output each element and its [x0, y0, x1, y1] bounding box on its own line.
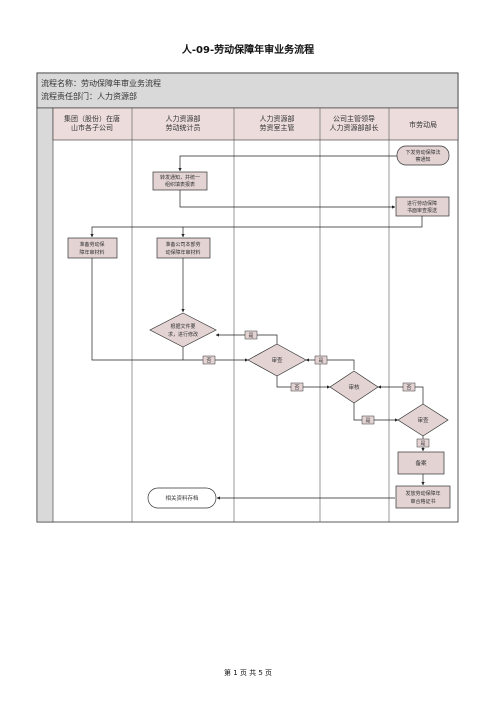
node-modify-decision [149, 312, 217, 348]
node-bureau-review-label: 审查 [417, 416, 429, 424]
edge-forward-to-review [179, 190, 396, 209]
edge-review-to-prepare [90, 216, 423, 238]
node-prepare-subsidiary-line2: 障年审材料 [79, 249, 104, 256]
edge-label-yes-1: 是 [248, 333, 253, 339]
node-issue-notice-line1: 下发劳动保障法 [405, 149, 440, 156]
lane-4-title: 公司主管领导 [333, 114, 375, 123]
edge-label-box-no-3 [402, 382, 416, 392]
edge-label-box-yes-4 [416, 438, 430, 448]
edge-label-yes-3: 是 [365, 418, 370, 424]
edge-supervisor-yes [276, 376, 331, 389]
node-leader-approve-label: 审核 [348, 383, 360, 391]
flow-owner: 流程责任部门：人力资源部 [41, 91, 137, 101]
node-prepare-company [156, 237, 211, 259]
lane-3-title: 人力资源部 [260, 114, 295, 123]
edge-label-box-yes-2 [314, 355, 328, 365]
node-forward-notice-line1: 转发通知，并统一 [160, 174, 200, 181]
node-leader-approve [329, 370, 379, 404]
node-bureau-review [397, 403, 449, 437]
edge-label-no-1: 否 [206, 358, 211, 364]
lane-5-title: 市劳动局 [409, 120, 437, 129]
node-issue-notice-line2: 察通知 [415, 156, 430, 163]
node-prepare-company-line1: 准备公司本部劳 [165, 241, 200, 248]
edge-sub-to-supervisor [91, 258, 249, 362]
edge-label-no-3: 否 [406, 385, 411, 391]
lane-3-subtitle: 劳资室主管 [260, 123, 295, 132]
node-forward-notice-line2: 组织填表报表 [165, 181, 195, 188]
lane-2-title: 人力资源部 [166, 114, 201, 123]
node-prepare-subsidiary-line1: 准备劳动保 [79, 241, 104, 248]
lane-1-subtitle: 山市各子公司 [71, 123, 113, 132]
node-archive-label: 相关资料存档 [165, 494, 199, 502]
table-frame [36, 72, 459, 523]
node-annual-review-line1: 进行劳动保障 [407, 200, 437, 207]
node-prepare-subsidiary [67, 237, 118, 259]
edge-label-yes-2: 是 [318, 358, 323, 364]
lane-4-subtitle: 人力资源部部长 [330, 123, 379, 132]
node-issue-certificate-line1: 发放劳动保障年 [405, 490, 440, 497]
lane-dividers [131, 108, 390, 522]
page-title: 人-09-劳动保障年审业务流程 [181, 45, 315, 56]
lane-2-subtitle: 劳动统计员 [166, 123, 201, 132]
lane-header-row [52, 107, 459, 141]
node-modify-decision-line2: 求，进行修改 [168, 331, 198, 338]
page-footer: 第 1 页 共 5 页 [223, 669, 273, 677]
lane-1-title: 集团（股份）在唐 [64, 114, 120, 123]
node-supervisor-review-label: 审查 [271, 356, 283, 364]
edge-leader-yes [353, 402, 399, 422]
node-issue-certificate-line2: 审合格证书 [410, 498, 435, 505]
node-modify-decision-line1: 根据文件要 [170, 323, 195, 330]
flow-name: 流程名称：劳动保障年审业务流程 [41, 78, 161, 88]
node-issue-certificate [395, 485, 451, 509]
edge-label-box-no-2 [290, 382, 304, 392]
edge-supervisor-no [215, 333, 278, 344]
edge-bureau-no [377, 385, 424, 404]
node-forward-notice [152, 171, 208, 191]
edge-label-box-yes-1 [244, 330, 258, 340]
edge-label-yes-4: 是 [420, 441, 425, 447]
left-gutter [36, 107, 54, 523]
edge-issue-to-forward [178, 155, 399, 172]
edge-label-box-no-1 [202, 355, 216, 365]
edge-label-no-2: 否 [294, 385, 299, 391]
node-record [397, 451, 445, 475]
node-supervisor-review [247, 343, 307, 377]
node-archive [147, 487, 217, 509]
edge-label-box-yes-3 [361, 415, 375, 425]
node-issue-notice [396, 145, 450, 166]
node-prepare-company-line2: 动保障年审材料 [165, 249, 200, 256]
node-annual-review-line2: 书面审查报送 [407, 207, 437, 214]
node-annual-review [395, 196, 450, 217]
node-record-label: 备案 [415, 459, 427, 467]
